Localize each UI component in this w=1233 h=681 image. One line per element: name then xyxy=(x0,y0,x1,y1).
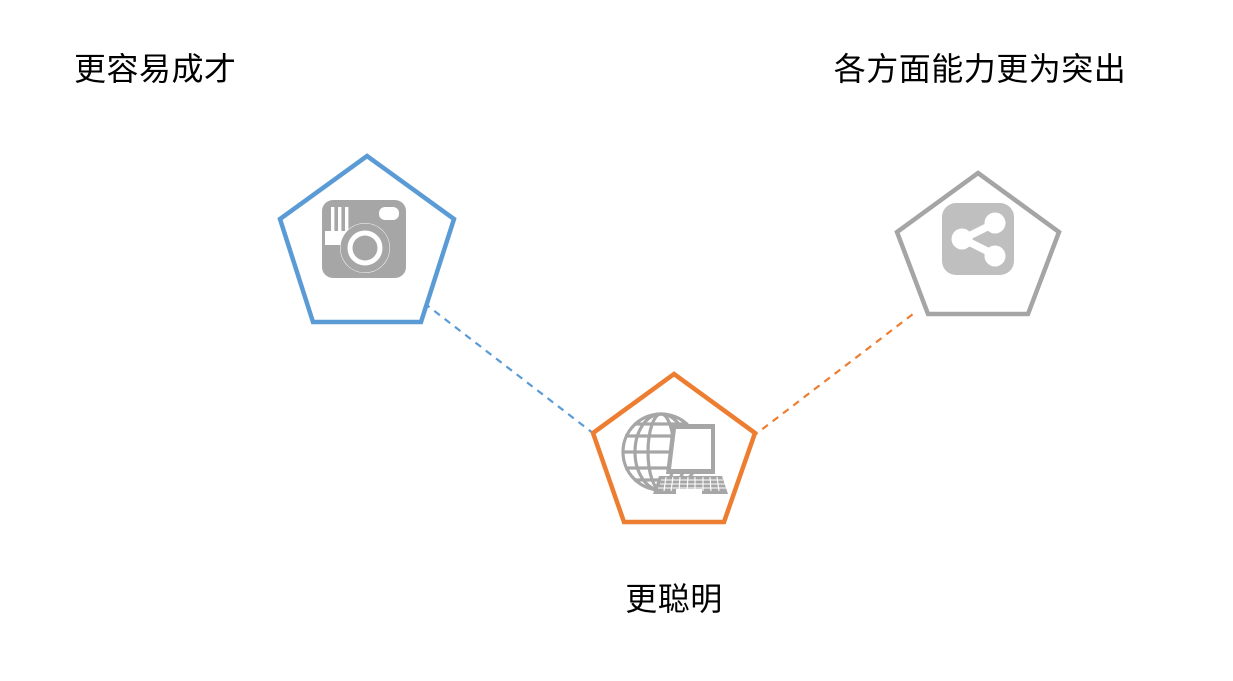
share-icon xyxy=(942,203,1014,275)
label-node-globe-laptop: 更聪明 xyxy=(625,581,723,617)
label-node-camera: 更容易成才 xyxy=(74,51,237,87)
node-share[interactable] xyxy=(894,170,1062,317)
laptop-icon xyxy=(653,424,728,495)
camera-icon xyxy=(322,200,406,278)
connector-camera-to-globe xyxy=(423,302,599,438)
connector-globe-to-share xyxy=(751,310,918,438)
node-camera[interactable] xyxy=(277,153,457,325)
globe-laptop-icon xyxy=(621,412,728,495)
label-node-share: 各方面能力更为突出 xyxy=(833,51,1127,87)
connector-group xyxy=(423,302,918,438)
node-globe-laptop[interactable] xyxy=(590,371,758,525)
